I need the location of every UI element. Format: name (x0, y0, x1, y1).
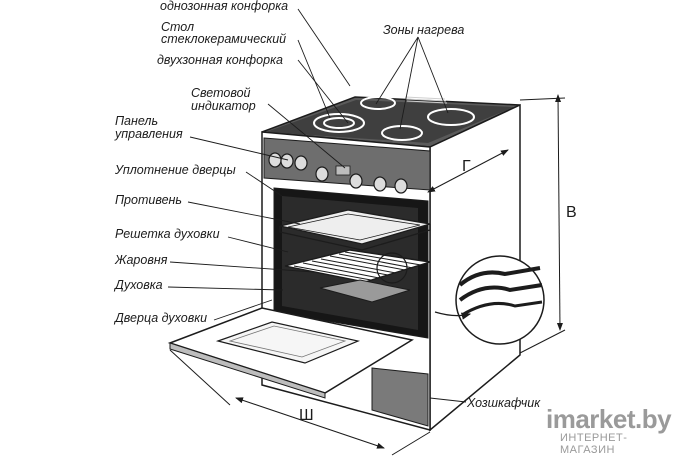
ceramic-top-label-line2: стеклокерамический (161, 32, 287, 46)
oven-door (167, 307, 415, 399)
knobs (268, 152, 408, 194)
heating-zones-label: Зоны нагрева (383, 23, 465, 37)
oven-rack-label: Решетка духовки (115, 227, 220, 241)
roasting-pan-label: Жаровня (115, 253, 168, 267)
door-seal-label: Уплотнение дверцы (115, 163, 236, 177)
watermark-subtitle: ИНТЕРНЕТ-МАГАЗИН (560, 432, 628, 456)
dimension-lines (169, 94, 566, 456)
width-dimension-label: Ш (299, 407, 314, 424)
control-panel-label-line2: управления (115, 127, 183, 141)
control-panel (263, 137, 431, 194)
leader-lines (167, 8, 467, 403)
control-panel-label-line1: Панель (115, 114, 159, 128)
indicator-label-line1: Световой (191, 86, 251, 100)
dual-zone-burner-label: двухзонная конфорка (157, 53, 283, 67)
single-zone-burner-label: однозонная конфорка (160, 0, 289, 13)
oven-door-label: Дверца духовки (115, 311, 208, 325)
indicator-label-line2: индикатор (191, 99, 256, 113)
watermark: imarket.by ИНТЕРНЕТ-МАГАЗИН (546, 406, 680, 456)
indicator-light (335, 165, 351, 176)
baking-sheet-label: Противень (115, 193, 182, 207)
baking-sheet (279, 209, 431, 251)
roasting-pan (319, 279, 411, 303)
oven-rack (284, 249, 431, 283)
burner-rings (313, 96, 475, 141)
height-dimension-label: В (566, 204, 577, 221)
door-seal-detail (376, 252, 545, 345)
vent-grill (404, 96, 448, 104)
storage-drawer-label: Хозшкафчик (467, 396, 541, 410)
oven-label: Духовка (115, 278, 163, 292)
depth-dimension-label: Г (462, 158, 471, 175)
watermark-brand: imarket.by (546, 404, 672, 434)
storage-drawer (371, 367, 429, 427)
ceramic-top-label-line1: Стол (161, 20, 195, 34)
